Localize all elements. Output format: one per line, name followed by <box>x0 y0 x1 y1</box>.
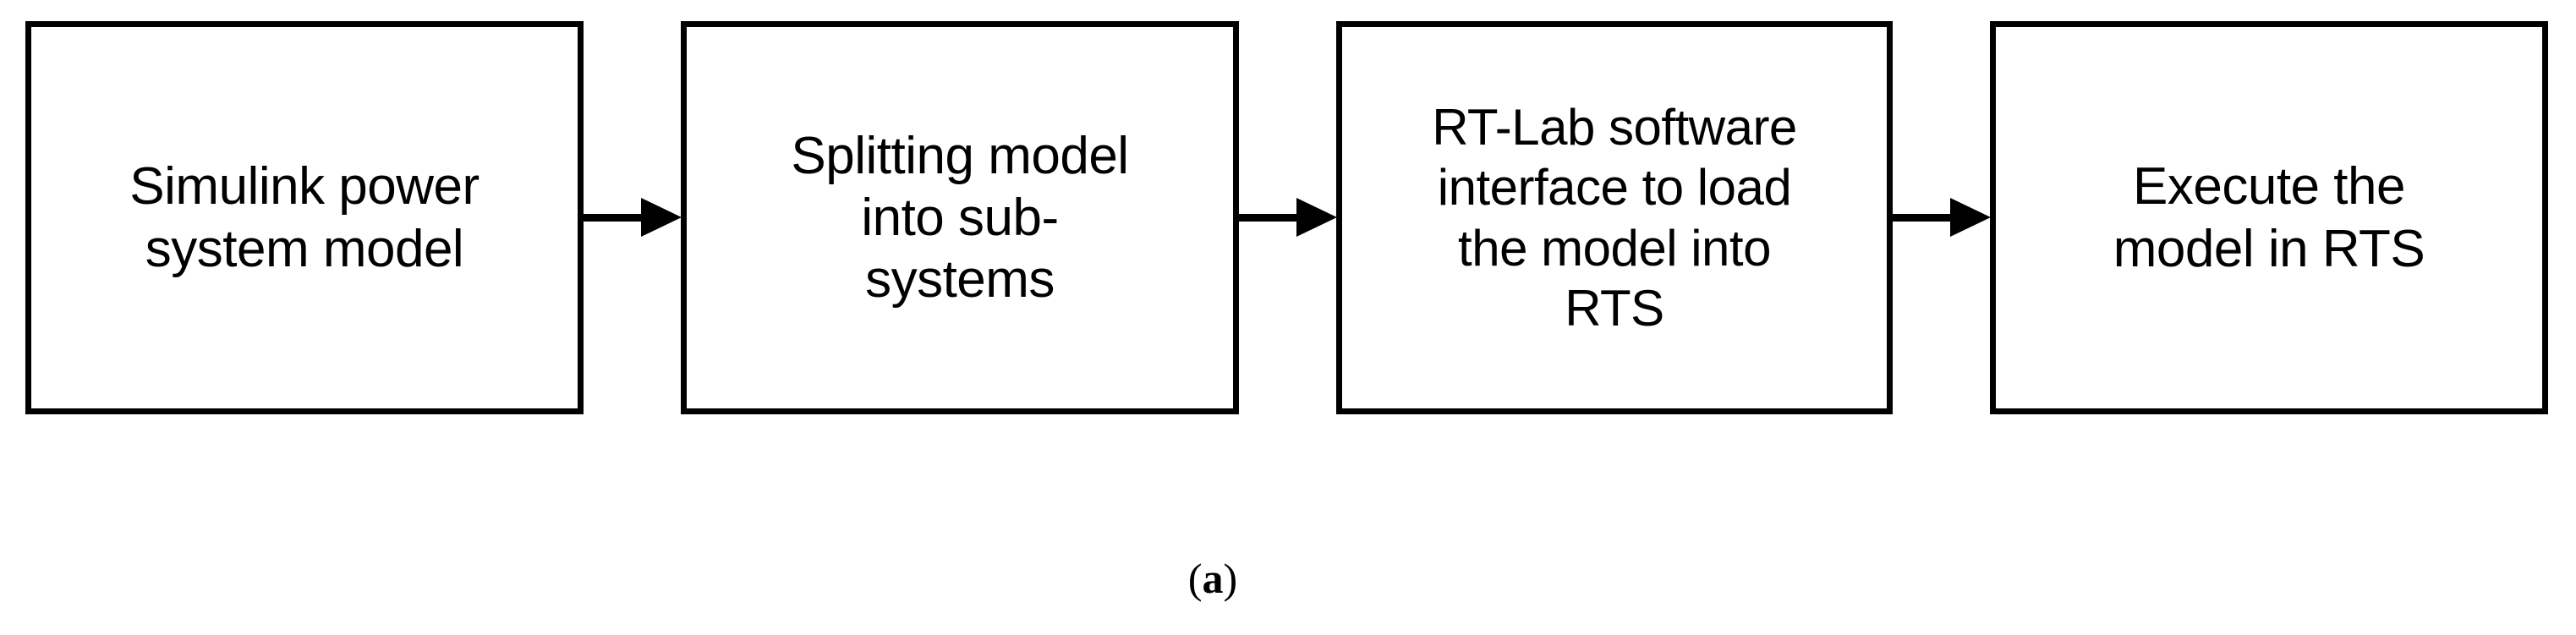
flow-step-label-1: Simulink power system model <box>129 157 480 278</box>
subfigure-letter: a <box>1202 555 1224 602</box>
subfigure-label: (a) <box>1128 554 1297 603</box>
arrow-shaft <box>584 214 649 222</box>
arrow-head <box>641 198 682 237</box>
arrow-right-icon-3 <box>1893 198 1991 237</box>
flow-step-box-3: RT-Lab software interface to load the mo… <box>1336 21 1893 414</box>
arrow-right-icon-1 <box>584 198 682 237</box>
subfigure-close-paren: ) <box>1223 555 1238 602</box>
flow-step-label-4: Execute the model in RTS <box>2113 157 2425 278</box>
subfigure-open-paren: ( <box>1187 555 1203 602</box>
arrow-right-icon-2 <box>1239 198 1337 237</box>
flow-step-box-4: Execute the model in RTS <box>1990 21 2548 414</box>
flow-step-box-1: Simulink power system model <box>25 21 584 414</box>
flow-step-label-3: RT-Lab software interface to load the mo… <box>1432 98 1797 337</box>
flow-step-box-2: Splitting model into sub- systems <box>681 21 1239 414</box>
arrow-head <box>1950 198 1991 237</box>
arrow-head <box>1296 198 1337 237</box>
arrow-shaft <box>1893 214 1959 222</box>
arrow-shaft <box>1239 214 1305 222</box>
flow-step-label-2: Splitting model into sub- systems <box>791 126 1129 309</box>
